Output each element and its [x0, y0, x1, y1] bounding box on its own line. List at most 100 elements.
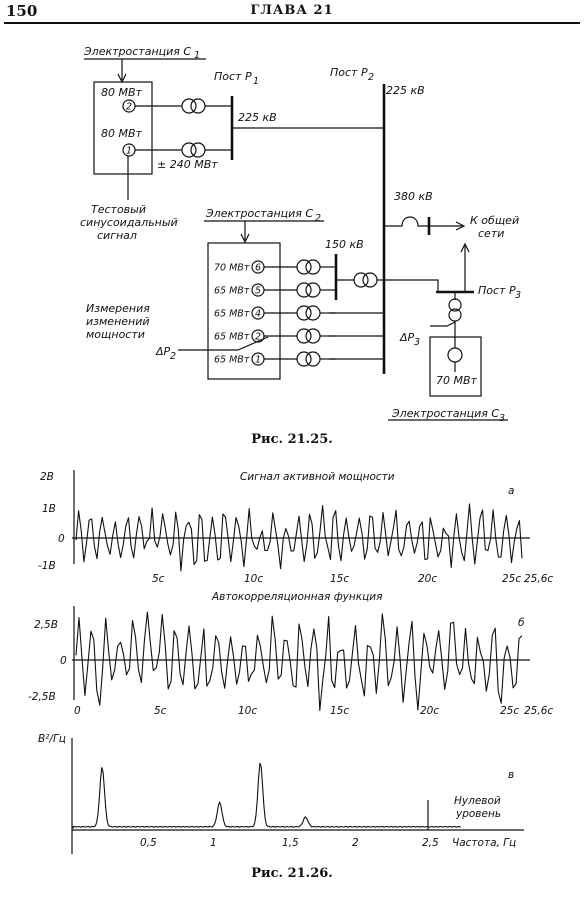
c2-transformer: [296, 282, 312, 298]
c2-gen-num: 4: [255, 309, 261, 320]
figure-26-caption: Рис. 21.26.: [251, 866, 333, 881]
chart-a-ytick-m1: -1В: [38, 560, 56, 572]
c3-power: 70 МВт: [436, 374, 478, 387]
c2-step-transformer-b: [362, 272, 378, 288]
signal-charts: Сигнал активной мощности а 2В 1В 0 -1В 5…: [28, 470, 553, 854]
chart-c-xtick-1: 1: [210, 837, 217, 849]
c2-transformer: [296, 259, 312, 275]
chart-b-xtick-10: 10с: [238, 705, 257, 717]
chart-b-xtick-256: 25,6с: [524, 705, 553, 717]
c2-step-transformer-a: [353, 272, 369, 288]
chart-c-label: в: [508, 769, 514, 781]
c1-transformer-2a: [181, 98, 197, 114]
test-signal-1: Тестовый: [91, 203, 146, 216]
station-c1-box: [93, 81, 153, 175]
c2-gen-power: 65 МВт: [214, 332, 250, 343]
c2-gen-power: 70 МВт: [214, 263, 250, 274]
c3-transformer-a: [448, 298, 462, 312]
post-p2-sub: 2: [368, 72, 374, 83]
station-c3-box: [429, 336, 482, 397]
figure-25-caption: Рис. 21.25.: [251, 432, 333, 447]
to-network-2: сети: [478, 227, 504, 240]
chart-b-xtick-15: 15с: [330, 705, 349, 717]
chart-c-series: [71, 762, 461, 829]
to-network-1: К общей: [470, 214, 519, 227]
c1-gen2-num: 2: [126, 102, 132, 113]
dp2-label: ΔP: [155, 345, 171, 358]
c2-gen-power: 65 МВт: [214, 309, 250, 320]
chapter-title: ГЛАВА 21: [250, 3, 334, 18]
post-p2-label: Пост P: [330, 66, 368, 79]
dp3-label: ΔP: [399, 331, 415, 344]
chart-c-ylabel: В²/Гц: [38, 733, 66, 745]
header-rule: [4, 22, 580, 24]
station-c3-label: Электростанция C: [391, 407, 499, 420]
c2-generators: 70 МВт 6 65 МВт 5 65 МВт 4 65 МВт 2 65 МВт 1: [214, 259, 336, 367]
station-c1-sub: 1: [194, 50, 200, 61]
chart-a-ytick-1: 1В: [42, 503, 56, 515]
v225a-label: 225 кВ: [238, 111, 277, 124]
c1-gen1-power: 80 МВт: [101, 127, 143, 140]
c2-transformer: [305, 328, 321, 344]
c2-gen-num: 1: [255, 355, 261, 366]
schematic-diagram: Электростанция C 1 80 МВт 2 80 МВт 1 ± 2…: [80, 45, 521, 424]
chart-b-label: б: [518, 617, 525, 629]
chart-c-xlabel: Частота, Гц: [452, 837, 516, 849]
chart-c: В²/Гц в Нулевой уровень 0,5 1 1,5 2 2,5 …: [38, 733, 524, 854]
chart-a-xtick-256: 25,6с: [524, 573, 553, 585]
measure-3: мощности: [86, 328, 145, 341]
chart-a-series: [75, 503, 523, 572]
chart-b-ytick-0: 0: [60, 655, 67, 667]
measure-1: Измерения: [86, 302, 150, 315]
chart-b-xtick-5: 5с: [154, 705, 167, 717]
chart-a-xtick-25: 25с: [502, 573, 521, 585]
page-number: 150: [6, 2, 38, 20]
post-p3-sub: 3: [515, 290, 521, 301]
chart-a-xtick-20: 20с: [418, 573, 437, 585]
v225b-label: 225 кВ: [386, 84, 425, 97]
c2-transformer: [305, 305, 321, 321]
post-p1-label: Пост P: [214, 70, 252, 83]
c2-gen-num: 5: [255, 286, 261, 297]
chart-a-xtick-15: 15с: [330, 573, 349, 585]
station-c1-label: Электростанция C: [83, 45, 191, 58]
v150-label: 150 кВ: [325, 238, 364, 251]
chart-a: Сигнал активной мощности а 2В 1В 0 -1В 5…: [38, 470, 553, 585]
test-signal-3: сигнал: [97, 229, 137, 242]
test-signal-2: синусоидальный: [80, 216, 178, 229]
c1-transformer-1a: [181, 142, 197, 158]
post-p3-label: Пост P: [478, 284, 516, 297]
c2-gen-num: 6: [255, 263, 261, 274]
chart-c-xtick-15: 1,5: [282, 837, 299, 849]
chart-b-title: Автокорреляционная функция: [211, 591, 382, 603]
annotation-1: Нулевой: [454, 795, 501, 807]
c1-transformer-1b: [190, 142, 206, 158]
chart-b-series: [75, 611, 523, 712]
c2-transformer: [296, 305, 312, 321]
chart-b-ytick-neg: -2,5В: [28, 691, 56, 703]
chart-b-xtick-0: 0: [74, 705, 81, 717]
chart-a-ytick-2: 2В: [40, 471, 54, 483]
c2-gen-power: 65 МВт: [214, 286, 250, 297]
station-c3-sub: 3: [499, 413, 505, 424]
c1-gen1-num: 1: [126, 146, 132, 157]
annotation-2: уровень: [455, 808, 501, 820]
c2-transformer: [296, 351, 312, 367]
chart-c-xtick-05: 0,5: [140, 837, 157, 849]
station-c2-sub: 2: [315, 213, 321, 224]
c2-transformer: [305, 351, 321, 367]
chart-a-title: Сигнал активной мощности: [240, 471, 395, 483]
pm240-label: ± 240 МВт: [157, 158, 218, 171]
dp3-sub: 3: [414, 337, 420, 348]
station-c2-box: [207, 242, 281, 380]
c2-transformer: [305, 282, 321, 298]
measure-2: изменений: [86, 315, 150, 328]
c2-gen-power: 65 МВт: [214, 355, 250, 366]
c2-gen-num: 2: [255, 332, 261, 343]
chart-b: Автокорреляционная функция б 2,5В 0 -2,5…: [28, 591, 553, 717]
c1-transformer-2b: [190, 98, 206, 114]
page-header: 150 ГЛАВА 21: [0, 0, 584, 24]
chart-c-xtick-25: 2,5: [422, 837, 439, 849]
chart-b-ytick-pos: 2,5В: [34, 619, 58, 631]
c3-generator: [447, 347, 463, 363]
